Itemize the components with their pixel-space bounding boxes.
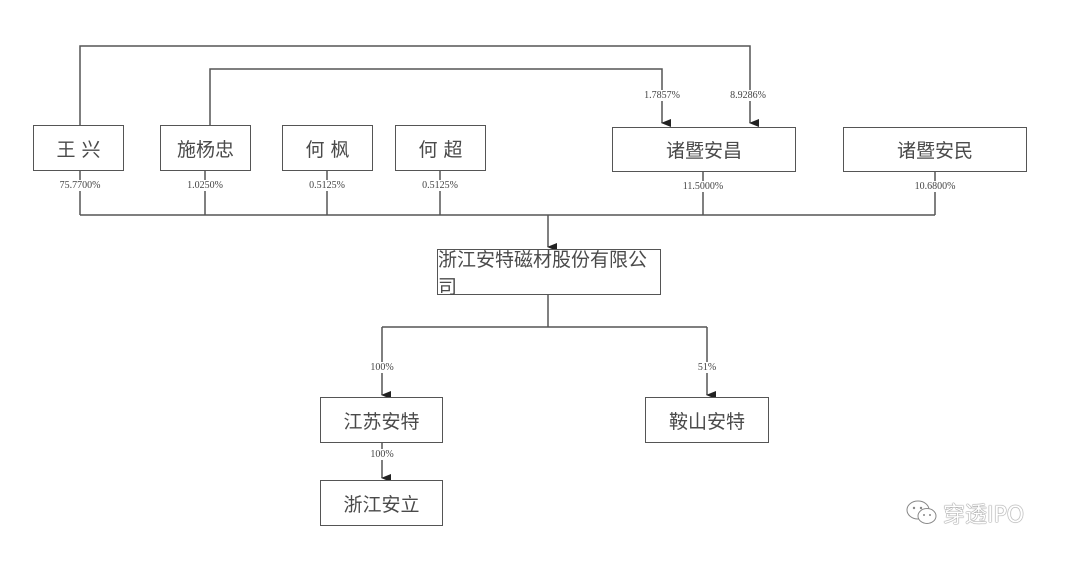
pct-wangxing-anchang: 8.9286% <box>729 90 767 101</box>
box-zhejiang-anli: 浙江安立 <box>320 480 443 526</box>
box-shi-yangzhong: 施杨忠 <box>160 125 251 171</box>
pct-company-anshan: 51% <box>696 362 718 373</box>
pct-shiyangzhong-company: 1.0250% <box>186 180 224 191</box>
entity-label: 何 超 <box>418 138 463 161</box>
line-wangxing-to-anchang <box>79 45 759 127</box>
box-company: 浙江安特磁材股份有限公司 <box>437 249 661 298</box>
line-shiyangzhong-to-anchang <box>209 68 671 127</box>
watermark: 穿透IPO <box>905 497 1024 529</box>
entity-label: 浙江安立 <box>343 493 420 516</box>
pct-wangxing-company: 75.7700% <box>58 180 102 191</box>
entity-label: 浙江安特磁材股份有限公司 <box>438 249 648 298</box>
entity-label: 诸暨安昌 <box>665 140 742 162</box>
box-zhuji-anmin: 诸暨安民 <box>843 127 1027 172</box>
box-he-chao: 何 超 <box>395 125 486 171</box>
pct-anchang-company: 11.5000% <box>681 181 725 192</box>
entity-label: 王 兴 <box>56 138 101 161</box>
pct-hechao-company: 0.5125% <box>421 180 459 191</box>
pct-anmin-company: 10.6800% <box>913 181 957 192</box>
pct-company-jiangsu: 100% <box>369 362 395 373</box>
watermark-text: 穿透IPO <box>943 503 1025 528</box>
pct-shiyangzhong-anchang: 1.7857% <box>643 90 681 101</box>
pct-hefeng-company: 0.5125% <box>308 180 346 191</box>
entity-label: 施杨忠 <box>176 138 234 161</box>
box-wang-xing: 王 兴 <box>33 125 124 171</box>
entity-label: 诸暨安民 <box>896 140 973 162</box>
entity-label: 江苏安特 <box>343 410 420 433</box>
box-jiangsu-ante: 江苏安特 <box>320 397 443 443</box>
entity-label: 鞍山安特 <box>668 410 745 433</box>
pct-jiangsu-anli: 100% <box>369 449 395 460</box>
wechat-icon <box>906 500 937 524</box>
box-anshan-ante: 鞍山安特 <box>645 397 769 443</box>
entity-label: 何 枫 <box>305 138 350 161</box>
box-he-feng: 何 枫 <box>282 125 373 171</box>
box-zhuji-anchang: 诸暨安昌 <box>612 127 796 172</box>
